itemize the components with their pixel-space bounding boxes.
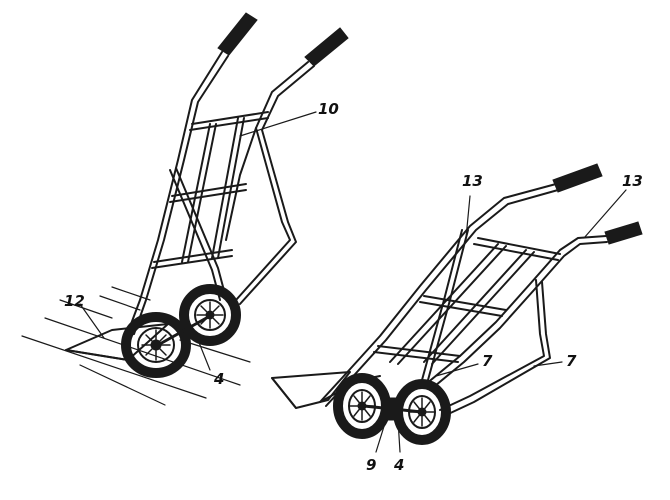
callout-13-right: 13 [622,172,643,190]
left-trolley-grips [217,12,349,67]
right-trolley-wheels [333,373,451,445]
left-trolley-wheels [121,284,241,378]
callout-4-right: 4 [393,456,404,474]
callout-10: 10 [318,100,339,118]
right-trolley: 13 13 7 7 9 4 [271,163,643,474]
left-callout-leaders [79,111,317,371]
left-ground-lines [21,286,251,406]
callout-7-outer: 7 [566,352,577,370]
callout-4-left: 4 [213,370,224,388]
left-trolley: 10 12 4 [21,12,349,406]
callout-13-left: 13 [462,172,483,190]
callout-9: 9 [366,456,376,474]
callout-7-inner: 7 [482,352,493,370]
right-toe-plate [271,371,351,409]
right-callout-leaders [375,189,627,453]
callout-12: 12 [64,292,85,310]
right-trolley-grips [552,163,643,245]
